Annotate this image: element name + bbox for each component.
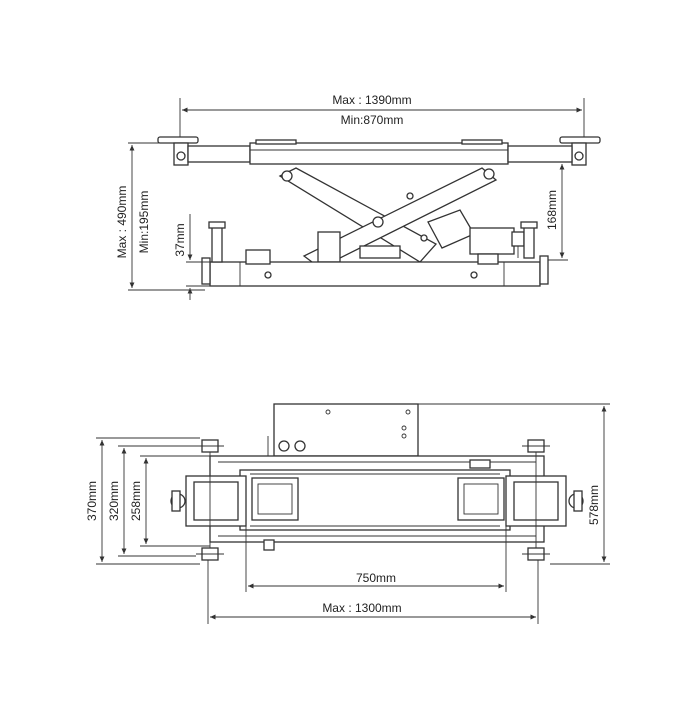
side-length-dimension: Max : 1390mm Min:870mm bbox=[179, 93, 585, 140]
top-corner-bolts bbox=[196, 439, 550, 561]
length-1300-label: Max : 1300mm bbox=[322, 601, 401, 615]
depth-578-label: 578mm bbox=[587, 485, 601, 525]
width-370-dimension: 370mm bbox=[85, 437, 200, 565]
top-saddles bbox=[170, 490, 584, 512]
top-view: 370mm 320mm 258mm 578mm 750m bbox=[85, 403, 610, 624]
length-750-label: 750mm bbox=[356, 571, 396, 585]
width-258-dimension: 258mm bbox=[129, 455, 210, 547]
arm-height-dimension: 168mm bbox=[545, 161, 568, 261]
scissor-mechanism bbox=[278, 167, 525, 269]
side-max-length-label: Max : 1390mm bbox=[332, 93, 411, 107]
width-370-label: 370mm bbox=[85, 481, 99, 521]
right-saddle bbox=[559, 136, 601, 166]
top-arm bbox=[187, 139, 573, 165]
width-320-label: 320mm bbox=[107, 481, 121, 521]
width-320-dimension: 320mm bbox=[107, 445, 196, 557]
depth-578-dimension: 578mm bbox=[418, 403, 610, 565]
left-saddle bbox=[157, 136, 199, 166]
total-height-dimension: Max : 490mm Min:195mm bbox=[115, 142, 205, 291]
base-height-dimension: 37mm bbox=[173, 214, 210, 300]
length-1300-dimension: Max : 1300mm bbox=[207, 560, 539, 624]
min-height-label: Min:195mm bbox=[137, 191, 151, 254]
side-min-length-label: Min:870mm bbox=[341, 113, 404, 127]
max-height-label: Max : 490mm bbox=[115, 186, 129, 259]
base-height-label: 37mm bbox=[173, 223, 187, 256]
width-258-label: 258mm bbox=[129, 481, 143, 521]
base-frame bbox=[201, 221, 549, 287]
pump-housing bbox=[267, 403, 419, 460]
length-750-dimension: 750mm bbox=[245, 526, 507, 592]
arm-height-label: 168mm bbox=[545, 190, 559, 230]
side-view: Max : 1390mm Min:870mm bbox=[115, 93, 601, 300]
